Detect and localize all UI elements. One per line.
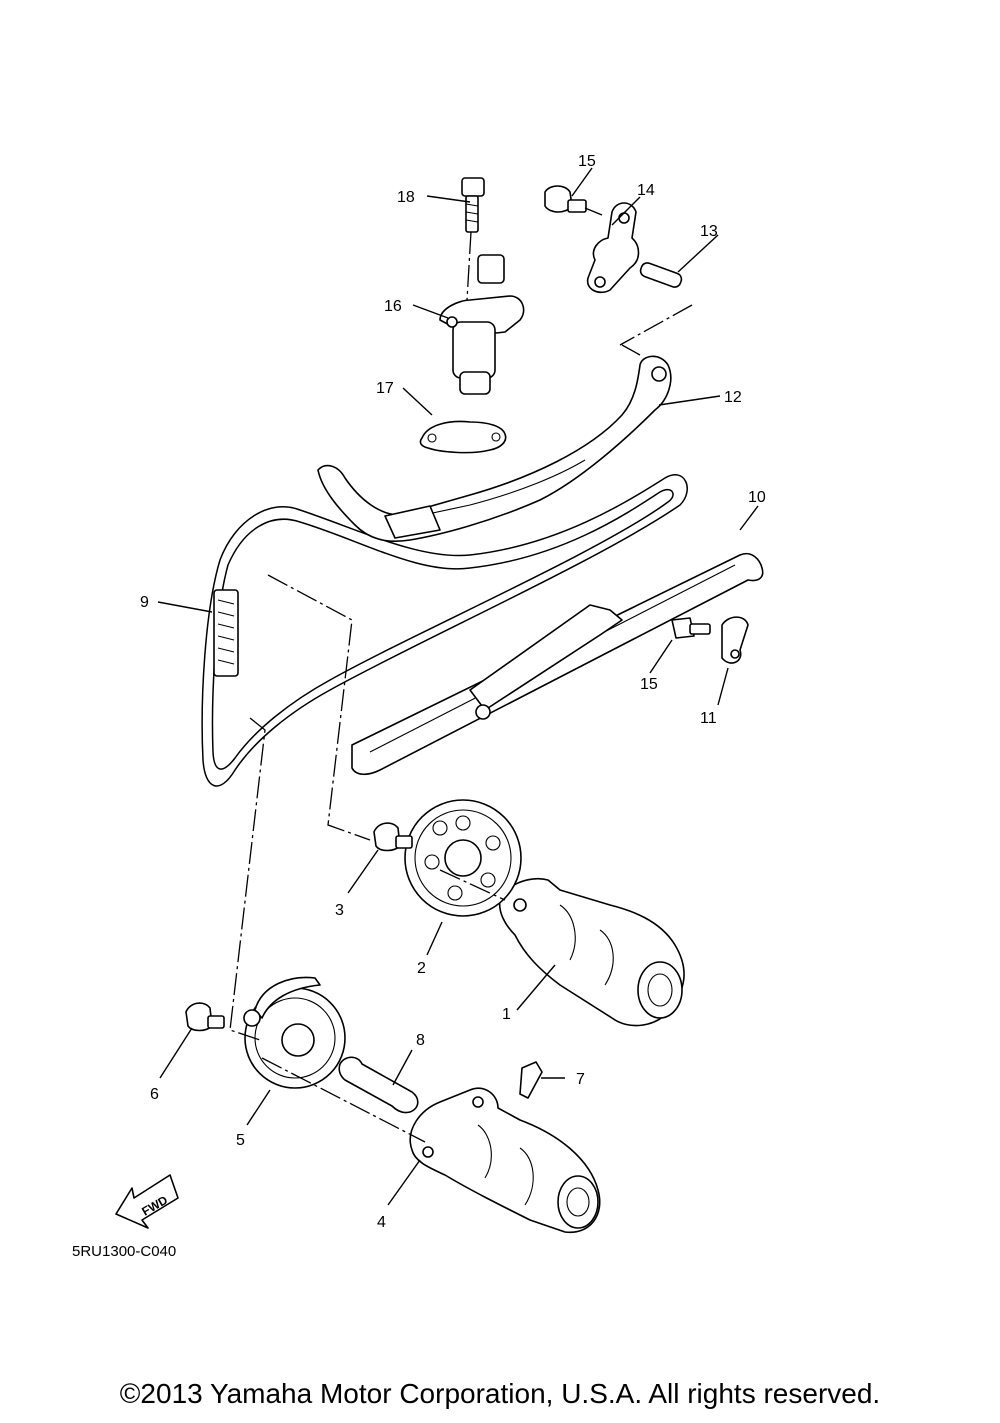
callout-labels: 1 2 3 4 5 6 7 8 9 10 11 12 13 14 15 15 1… [140,153,766,1231]
timing-chain [201,474,688,787]
callout-2: 2 [417,960,426,977]
tensioner-bracket-assembly [544,185,683,294]
callout-4: 4 [377,1214,386,1231]
callout-1: 1 [502,1006,511,1023]
callout-13: 13 [700,223,718,240]
callout-7: 7 [576,1071,585,1088]
callout-5: 5 [236,1132,245,1149]
fwd-arrow-icon: FWD [115,1174,179,1229]
callout-6: 6 [150,1086,159,1103]
diagram-code: 5RU1300-C040 [72,1243,176,1260]
callout-11: 11 [700,710,717,727]
chain-tensioner-assembly [419,177,525,454]
chain-guide [351,552,764,776]
exhaust-camshaft-assembly [373,799,685,1027]
callout-14: 14 [637,182,655,199]
chain-tensioner-guide [317,355,672,542]
alignment-lines [229,207,693,1143]
callout-15-top: 15 [578,153,596,170]
callout-3: 3 [335,902,344,919]
callout-15-bottom: 15 [640,676,658,693]
callout-16: 16 [384,298,402,315]
copyright-notice: ©2013 Yamaha Motor Corporation, U.S.A. A… [119,1378,881,1409]
callout-9: 9 [140,594,149,611]
callout-18: 18 [397,189,415,206]
callout-8: 8 [416,1032,425,1049]
guide-bolt-and-plate [671,616,749,664]
intake-camshaft-assembly [185,976,601,1233]
callout-17: 17 [376,380,394,397]
leader-lines [157,167,759,1206]
callout-12: 12 [724,389,742,406]
callout-10: 10 [748,489,766,506]
